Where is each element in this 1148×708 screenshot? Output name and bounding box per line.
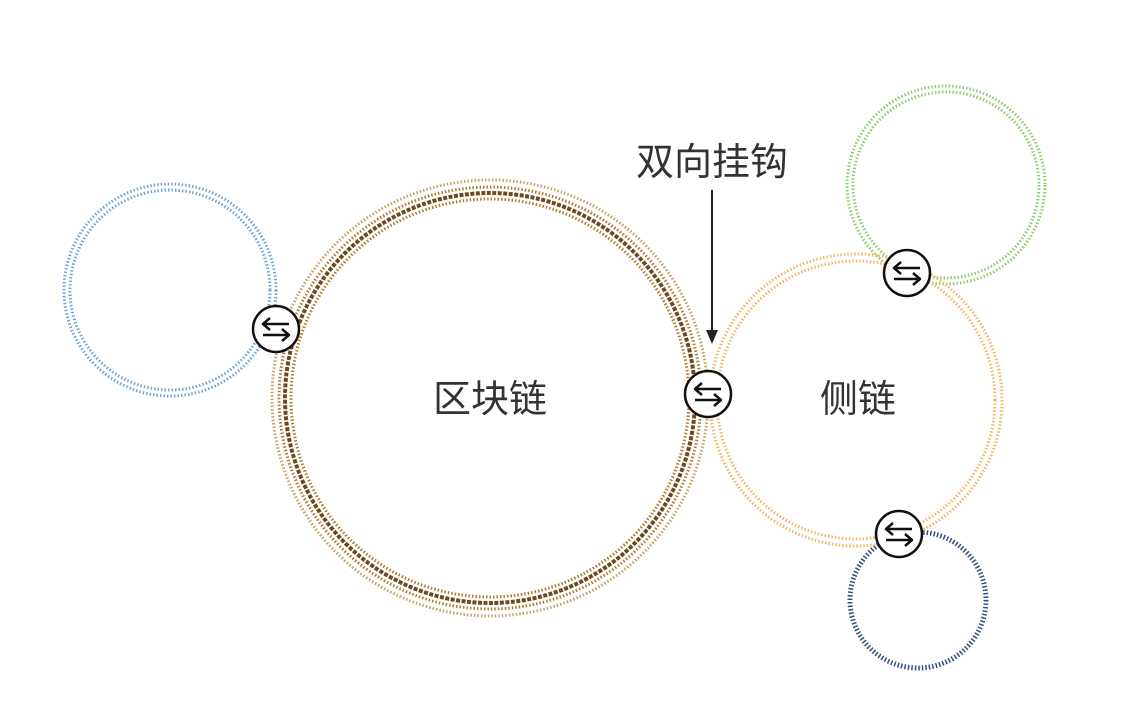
peg-bottom-right-icon	[874, 509, 924, 559]
peg-center-icon	[683, 369, 733, 419]
left-chain-circle	[62, 182, 278, 398]
peg-left-icon	[251, 304, 301, 354]
bottom-right-chain-circle	[847, 529, 989, 671]
two-way-peg-label: 双向挂钩	[636, 140, 788, 184]
side-chain-circle	[708, 252, 1004, 548]
main-chain-label: 区块链	[433, 377, 547, 421]
side-chain-label: 侧链	[820, 377, 896, 421]
peg-top-right-icon	[882, 248, 932, 298]
pointer-arrow	[706, 190, 718, 344]
